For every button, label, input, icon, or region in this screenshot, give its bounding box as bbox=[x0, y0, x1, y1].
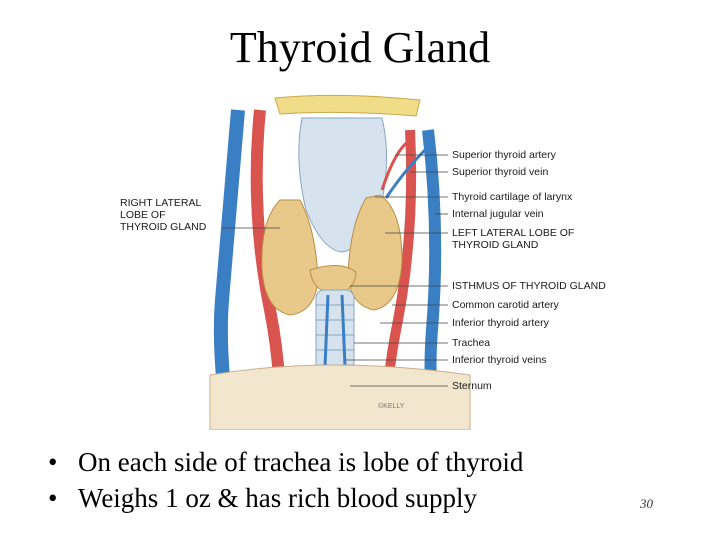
label-right-lateral-2: LOBE OF bbox=[120, 209, 166, 221]
thyroid-illustration: ©KELLY RIGHT LATERAL LOBE OF THYROID GLA… bbox=[110, 90, 630, 430]
page-number: 30 bbox=[640, 496, 653, 512]
label-isthmus: ISTHMUS OF THYROID GLAND bbox=[452, 280, 606, 292]
bullet-item: • Weighs 1 oz & has rich blood supply bbox=[48, 480, 523, 516]
label-left-lobe-2: THYROID GLAND bbox=[452, 239, 539, 251]
label-internal-jugular-vein: Internal jugular vein bbox=[452, 208, 544, 220]
bullet-list: • On each side of trachea is lobe of thy… bbox=[48, 444, 523, 516]
label-sternum: Sternum bbox=[452, 380, 492, 392]
bullet-dot: • bbox=[48, 480, 57, 516]
label-right-lateral-3: THYROID GLAND bbox=[120, 221, 207, 233]
label-inferior-thyroid-artery: Inferior thyroid artery bbox=[452, 317, 550, 329]
label-left-lobe-1: LEFT LATERAL LOBE OF bbox=[452, 227, 574, 239]
sternum bbox=[210, 365, 470, 430]
bullet-dot: • bbox=[48, 444, 57, 480]
illustrator-signature: ©KELLY bbox=[378, 402, 405, 410]
label-superior-thyroid-artery: Superior thyroid artery bbox=[452, 149, 557, 161]
slide-title: Thyroid Gland bbox=[0, 22, 720, 73]
label-trachea: Trachea bbox=[452, 337, 490, 349]
superior-thyroid-vein bbox=[386, 150, 425, 198]
bullet-text: Weighs 1 oz & has rich blood supply bbox=[78, 483, 477, 513]
label-common-carotid: Common carotid artery bbox=[452, 299, 560, 311]
hyoid-bone bbox=[275, 95, 420, 116]
bullet-item: • On each side of trachea is lobe of thy… bbox=[48, 444, 523, 480]
label-inferior-thyroid-veins: Inferior thyroid veins bbox=[452, 354, 547, 366]
label-right-lateral-1: RIGHT LATERAL bbox=[120, 197, 201, 209]
label-superior-thyroid-vein: Superior thyroid vein bbox=[452, 166, 548, 178]
label-thyroid-cartilage: Thyroid cartilage of larynx bbox=[452, 191, 573, 203]
bullet-text: On each side of trachea is lobe of thyro… bbox=[78, 447, 523, 477]
